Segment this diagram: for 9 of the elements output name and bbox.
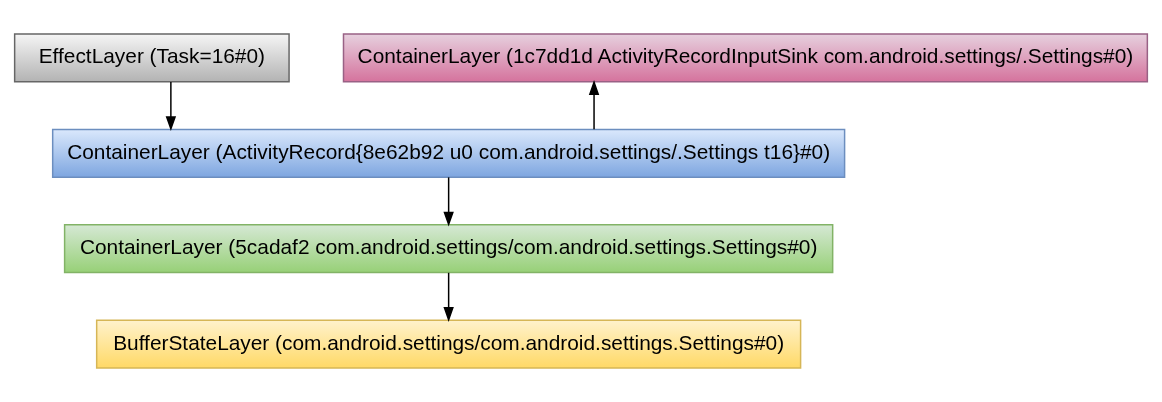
- arrow: [165, 81, 177, 132]
- node-box: ContainerLayer (5cadaf2 com.android.settings/com.android.settings.Settings#0): [63, 224, 834, 274]
- node-box: ContainerLayer (ActivityRecord{8e62b92 u0 com.android.settings/.Settings t16}#0): [51, 128, 846, 178]
- arrow: [443, 176, 454, 227]
- node-box: ContainerLayer (1c7dd1d ActivityRecordInputSink com.android.settings/.Settings#0): [342, 33, 1149, 83]
- node-box: BufferStateLayer (com.android.settings/com.android.settings.Settings#0): [95, 319, 802, 369]
- node-box: EffectLayer (Task=16#0): [13, 33, 290, 83]
- arrow: [588, 80, 600, 130]
- arrow: [443, 272, 454, 322]
